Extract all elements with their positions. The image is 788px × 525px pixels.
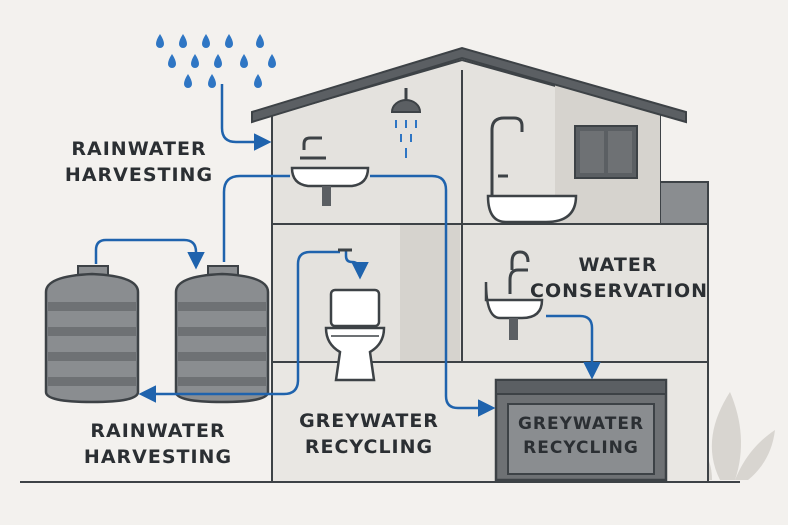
bathtub-icon	[486, 116, 578, 224]
raindrop-icon	[202, 34, 210, 48]
raindrop-icon	[168, 54, 176, 68]
house-shade-lower	[400, 224, 460, 362]
raindrop-icon	[256, 34, 264, 48]
pipe-tank-to-tank	[94, 238, 205, 270]
sink-icon	[290, 136, 370, 206]
rainwater-harvesting-label-bottom: RAINWATER HARVESTING	[83, 420, 233, 468]
raindrop-icon	[208, 74, 216, 88]
pipe-sink-to-greywater-tank	[546, 314, 601, 380]
greywater-tank-label: GREYWATER RECYCLING	[517, 414, 645, 458]
water-conservation-label: WATER CONSERVATION	[530, 254, 709, 302]
raindrop-icon	[184, 74, 192, 88]
house-annex	[659, 181, 709, 225]
greywater-tank	[494, 378, 668, 482]
raindrop-icon	[225, 34, 233, 48]
tank-icon	[174, 265, 270, 404]
pipe-rain-to-sink	[220, 84, 272, 151]
pipe-tank-to-sink	[222, 174, 290, 262]
raindrop-icon	[240, 54, 248, 68]
raindrop-icon	[179, 34, 187, 48]
raindrop-icon	[156, 34, 164, 48]
raindrop-icon	[254, 74, 262, 88]
raindrop-icon	[214, 54, 222, 68]
pipe-tap-to-toilet	[344, 250, 369, 280]
shower-icon	[390, 88, 422, 158]
raindrop-icon	[191, 54, 199, 68]
rain-drops	[156, 34, 276, 88]
window-icon	[574, 125, 638, 179]
pipe-sink-to-greywater	[370, 174, 496, 417]
raindrop-icon	[268, 54, 276, 68]
tank-icon	[44, 265, 140, 404]
greywater-recycling-label: GREYWATER RECYCLING	[299, 410, 439, 458]
rainwater-harvesting-label-top: RAINWATER HARVESTING	[64, 138, 214, 186]
water-pipes	[94, 84, 601, 417]
toilet-icon	[324, 288, 386, 382]
roof	[251, 46, 687, 124]
sink-icon	[484, 250, 544, 340]
pipe-toilet-to-tank	[138, 250, 340, 403]
